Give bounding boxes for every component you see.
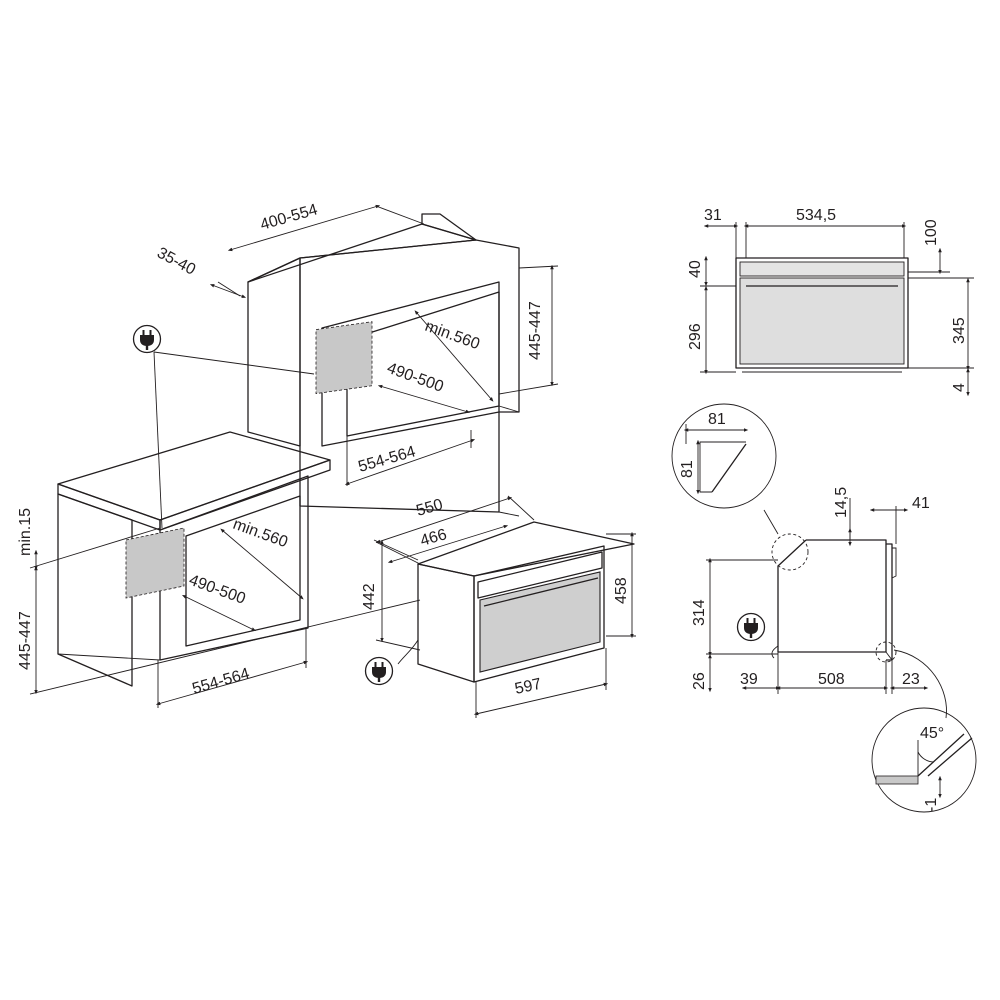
dim-40: 40 bbox=[687, 260, 704, 278]
dimensions-base-cabinet: min.15 445-447 min.560 490-500 554-564 bbox=[17, 508, 421, 708]
dim-min560-top: min.560 bbox=[423, 318, 482, 353]
detail-bottom-corner: 45° -1 bbox=[871, 707, 977, 813]
lower-power-zone bbox=[125, 527, 185, 599]
dim-minus-1: -1 bbox=[923, 798, 940, 812]
dim-314: 314 bbox=[691, 599, 708, 626]
dim-81-horizontal: 81 bbox=[708, 411, 726, 428]
power-plug-icon bbox=[132, 324, 162, 354]
dim-31: 31 bbox=[704, 207, 722, 224]
dim-4: 4 bbox=[951, 383, 968, 392]
dim-550: 550 bbox=[414, 496, 444, 520]
oven-side-view: 14,5 41 314 26 39 508 23 bbox=[691, 487, 947, 719]
dim-100: 100 bbox=[923, 219, 940, 246]
power-plug-icon bbox=[364, 656, 394, 686]
dim-554-564-top: 554-564 bbox=[356, 443, 417, 476]
dim-534-5: 534,5 bbox=[796, 207, 836, 224]
lower-niche-opening bbox=[159, 475, 309, 661]
dim-345: 345 bbox=[951, 317, 968, 344]
dim-458: 458 bbox=[613, 577, 630, 604]
dim-445-447-bottom: 445-447 bbox=[17, 611, 34, 670]
dim-23: 23 bbox=[902, 671, 920, 688]
dimensions-oven: 550 466 442 458 597 bbox=[361, 495, 636, 718]
detail-top-corner: 81 81 bbox=[671, 403, 777, 509]
dim-490-500-bottom: 490-500 bbox=[187, 572, 248, 608]
upper-niche-opening bbox=[321, 281, 500, 447]
oven-3d bbox=[397, 521, 635, 683]
dim-508: 508 bbox=[818, 671, 845, 688]
dim-45-degree: 45° bbox=[920, 725, 944, 742]
dim-35-40: 35-40 bbox=[154, 245, 198, 279]
dim-554-564-bottom: 554-564 bbox=[190, 665, 251, 698]
dim-442: 442 bbox=[361, 583, 378, 610]
dim-466: 466 bbox=[418, 526, 448, 550]
tall-cabinet bbox=[247, 213, 520, 517]
dim-39: 39 bbox=[740, 671, 758, 688]
oven-front-view: 31 534,5 100 40 296 345 4 bbox=[687, 207, 974, 397]
dim-26: 26 bbox=[691, 672, 708, 690]
dim-445-447-top: 445-447 bbox=[527, 301, 544, 360]
base-cabinet bbox=[57, 431, 331, 687]
dim-min560-bottom: min.560 bbox=[231, 516, 290, 551]
dim-81-vertical: 81 bbox=[679, 460, 696, 478]
dim-597: 597 bbox=[513, 676, 543, 698]
upper-power-zone bbox=[315, 321, 373, 395]
power-plug-icon bbox=[736, 612, 766, 642]
dim-400-554: 400-554 bbox=[258, 201, 319, 234]
dim-41: 41 bbox=[912, 495, 930, 512]
power-markers bbox=[132, 324, 394, 686]
dim-min15: min.15 bbox=[17, 508, 34, 556]
dim-296: 296 bbox=[687, 323, 704, 350]
dim-14-5: 14,5 bbox=[833, 487, 850, 518]
